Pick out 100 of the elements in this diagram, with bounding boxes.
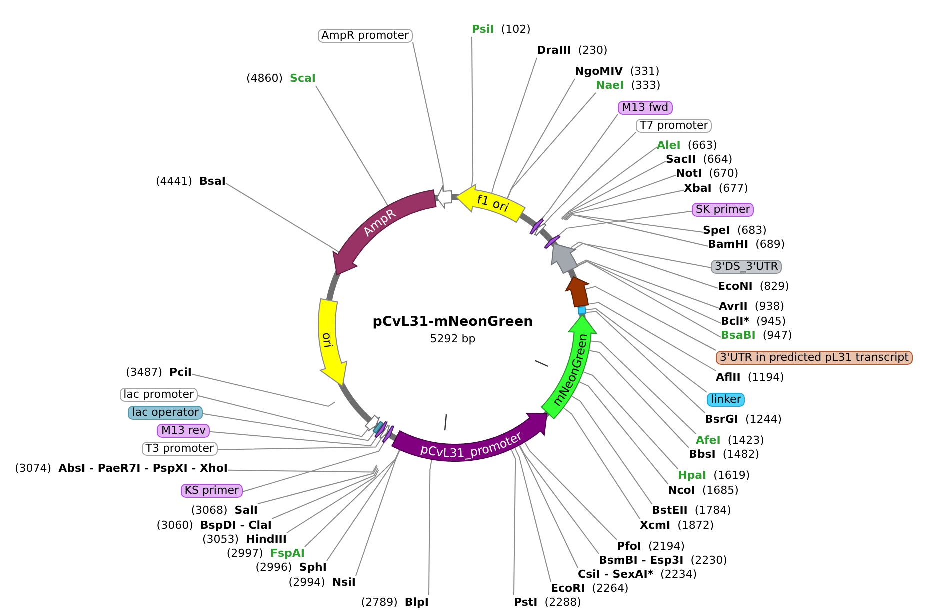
enzyme-name: XbaI: [684, 182, 712, 196]
feature-band: [529, 217, 545, 236]
cut-site-position: (829): [760, 280, 790, 294]
feature-tag: SK primer: [692, 203, 754, 217]
leader-line: [506, 78, 576, 199]
feature-band: [332, 189, 438, 276]
feature-tag: 3'DS_3'UTR: [711, 260, 782, 274]
cut-site-position: (2996): [256, 561, 292, 575]
leader-line: [272, 468, 379, 520]
leader-line: [570, 242, 718, 289]
enzyme-name: PfoI: [617, 540, 642, 554]
cut-site-position: (1784): [694, 504, 732, 518]
enzyme-name: BsmBI - Esp3I: [599, 554, 684, 568]
enzyme-name: NaeI: [596, 79, 624, 93]
leader-line: [571, 396, 652, 504]
feature-tag: AmpR promoter: [318, 28, 413, 42]
enzyme-name: BclI*: [721, 315, 750, 329]
leader-line: [518, 445, 578, 568]
leader-line: [210, 431, 378, 447]
enzyme-name: PsiI: [472, 23, 494, 37]
cut-site-position: (670): [709, 167, 739, 181]
leader-line: [192, 374, 336, 408]
leader-line: [304, 450, 400, 548]
cut-site-position: (102): [501, 23, 531, 37]
cut-site-position: (3053): [202, 533, 240, 547]
leader-line: [578, 261, 722, 338]
leader-line: [589, 350, 690, 448]
feature-tag: T3 promoter: [142, 442, 218, 456]
cut-site-position: (663): [688, 139, 718, 153]
cut-site-position: (938): [754, 300, 784, 314]
leader-line: [524, 442, 618, 540]
cut-site-position: (2997): [226, 547, 264, 561]
leader-line: [218, 438, 382, 450]
enzyme-name: AvrII: [719, 300, 748, 314]
enzyme-name: SphI: [299, 561, 327, 575]
cut-site-position: (689): [756, 238, 786, 252]
enzyme-name: AfeI: [696, 434, 721, 448]
leader-line: [519, 445, 600, 554]
cut-site-position: (4860): [246, 72, 284, 86]
enzyme-name: NsiI: [332, 576, 356, 590]
cut-site-position: (2994): [288, 576, 326, 590]
enzyme-name: AbsI - PaeR7I - PspXI - XhoI: [58, 462, 228, 476]
feature-band: [364, 414, 381, 433]
leader-line: [564, 214, 704, 233]
enzyme-name: DraIII: [537, 44, 572, 58]
leader-line: [202, 413, 375, 442]
leader-line: [588, 302, 716, 372]
plasmid-size: 5292 bp: [430, 332, 476, 346]
enzyme-name: SalI: [234, 504, 258, 518]
cut-site-position: (1872): [678, 519, 714, 533]
leader-line: [412, 42, 444, 192]
enzyme-name: SpeI: [703, 224, 730, 238]
cut-site-position: (331): [630, 65, 660, 79]
enzyme-name: HindIII: [246, 533, 287, 547]
cut-site-position: (2288): [544, 596, 582, 610]
leader-line: [514, 448, 552, 582]
cut-site-position: (3074): [15, 462, 52, 476]
feature-band: [391, 412, 549, 463]
enzyme-name: NgoMIV: [575, 65, 624, 79]
enzyme-name: CsiI - SexAI*: [578, 568, 654, 582]
feature-band: [317, 297, 349, 388]
leader-line: [564, 190, 684, 220]
enzyme-name: PstI: [514, 596, 538, 610]
enzyme-name: BlpI: [404, 596, 429, 610]
feature-band: [436, 185, 453, 210]
leader-line: [258, 466, 378, 504]
feature-label: f1 ori: [476, 192, 511, 216]
leader-line: [356, 450, 400, 576]
enzyme-name: BsaBI: [721, 329, 756, 343]
leader-line: [566, 214, 708, 247]
cut-site-position: (3060): [156, 519, 194, 533]
cut-site-position: (1194): [748, 371, 784, 385]
feature-tag: linker: [707, 392, 746, 406]
cut-site-position: (1244): [745, 413, 782, 427]
leader-line: [198, 395, 369, 438]
feature-band: [543, 234, 562, 250]
enzyme-name: XcmI: [640, 519, 671, 533]
enzyme-name: NcoI: [668, 484, 696, 498]
enzyme-name: BamHI: [708, 238, 749, 252]
leader-line: [576, 260, 720, 309]
feature-label: ori: [320, 332, 336, 350]
feature-tag: T7 promoter: [636, 118, 712, 132]
leader-line: [577, 260, 722, 324]
feature-band: [455, 183, 527, 224]
leader-line: [507, 92, 596, 200]
leader-line: [428, 460, 432, 596]
leader-line: [574, 243, 712, 268]
enzyme-name: BbsI: [689, 448, 716, 462]
leader-line: [590, 340, 696, 434]
cut-site-position: (1423): [728, 434, 764, 448]
plasmid-name: pCvL31-mNeonGreen: [372, 314, 534, 330]
cut-site-position: (2194): [648, 540, 686, 554]
feature-block: [372, 420, 385, 435]
enzyme-name: ScaI: [290, 72, 316, 86]
enzyme-name: AleI: [657, 139, 681, 153]
feature-tag: KS primer: [180, 484, 243, 498]
leader-line: [583, 372, 678, 470]
leader-line: [226, 182, 340, 253]
leader-line: [491, 58, 538, 194]
feature-band: [374, 420, 389, 440]
